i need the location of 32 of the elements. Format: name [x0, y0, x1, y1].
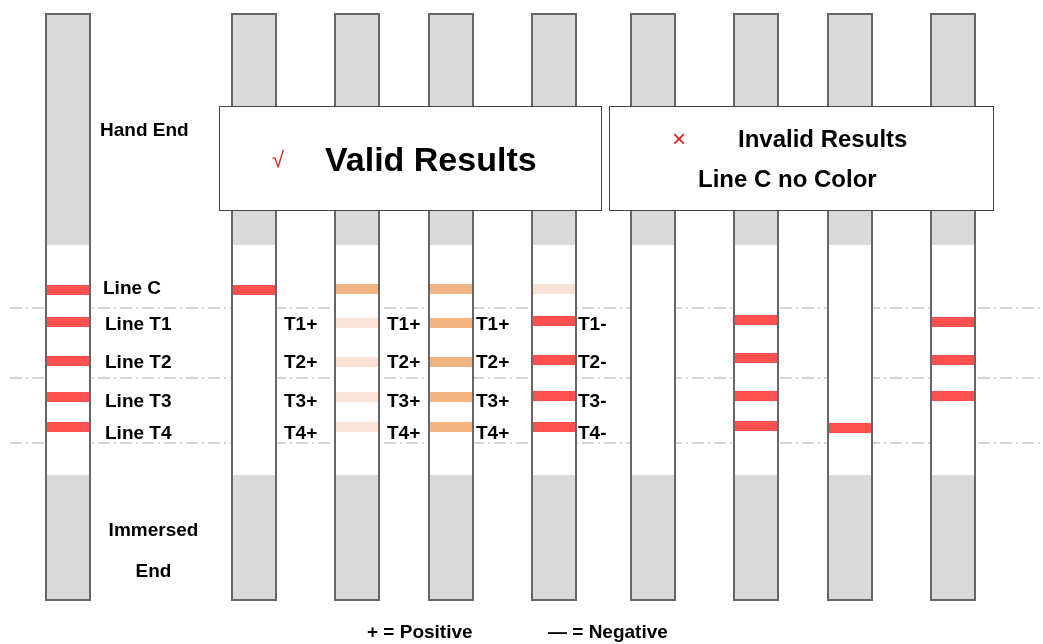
result-label: T1-	[578, 313, 607, 335]
result-label: T3+	[387, 390, 421, 412]
result-label: T4+	[387, 422, 421, 444]
result-label: T4+	[284, 422, 318, 444]
key-text: + = Positive	[367, 621, 473, 643]
result-label: T1+	[284, 313, 318, 335]
check-mark: √	[272, 147, 285, 173]
line-label: Line T3	[105, 390, 172, 412]
line-label: Line T1	[105, 313, 172, 335]
result-box	[219, 106, 602, 211]
result-label: T2-	[578, 351, 607, 373]
result-label: T2+	[284, 351, 318, 373]
result-label: T4-	[578, 422, 607, 444]
result-label: T4+	[476, 422, 510, 444]
result-label: T2+	[387, 351, 421, 373]
line-label: Line T4	[105, 422, 172, 444]
result-label: T1+	[387, 313, 421, 335]
line-label: Line C	[103, 277, 162, 299]
strip-end-label: Hand End	[100, 119, 189, 141]
strip-end-label: Immersed End	[107, 518, 200, 583]
line-label: Line T2	[105, 351, 172, 373]
result-label: T3+	[476, 390, 510, 412]
result-label: T1+	[476, 313, 510, 335]
box-title: Invalid Results	[738, 125, 908, 153]
box-title: Valid Results	[325, 140, 537, 179]
box-subtitle: Line C no Color	[698, 165, 877, 193]
result-label: T2+	[476, 351, 510, 373]
result-label: T3+	[284, 390, 318, 412]
result-label: T3-	[578, 390, 607, 412]
cross-mark: ×	[672, 125, 686, 153]
key-text: — = Negative	[548, 621, 668, 643]
result-box	[609, 106, 994, 211]
